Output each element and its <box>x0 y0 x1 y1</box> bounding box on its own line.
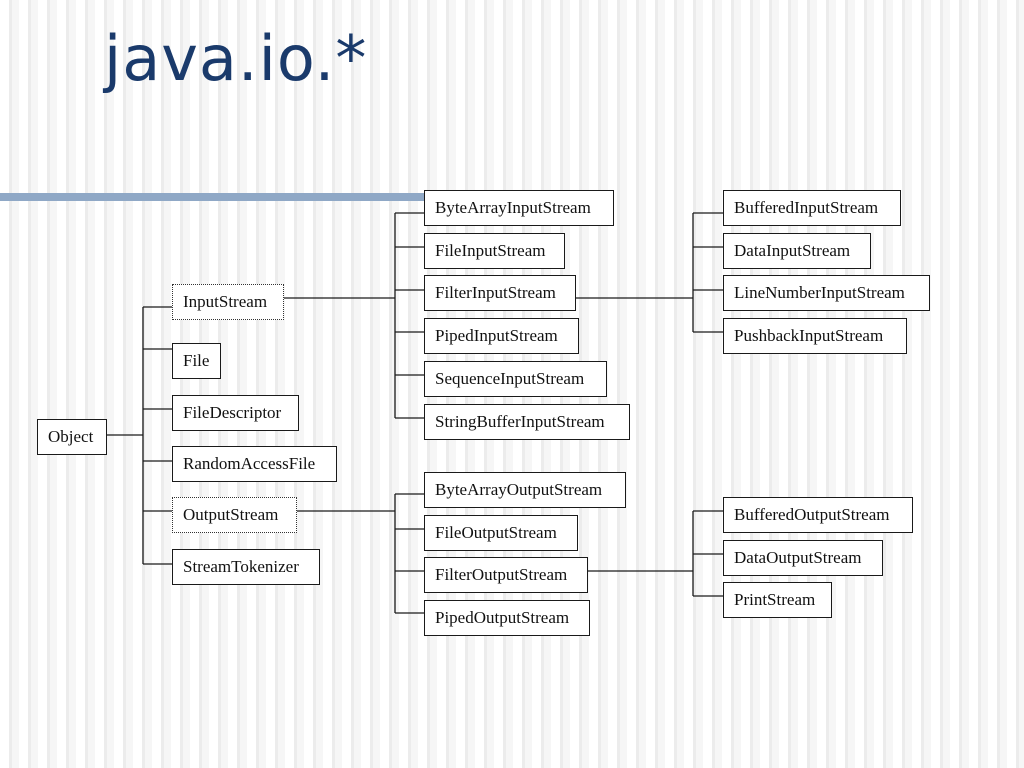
node-buffered-input-stream: BufferedInputStream <box>723 190 901 226</box>
node-file: File <box>172 343 221 379</box>
node-file-descriptor: FileDescriptor <box>172 395 299 431</box>
node-object: Object <box>37 419 107 455</box>
node-filter-output-stream: FilterOutputStream <box>424 557 588 593</box>
node-file-input-stream: FileInputStream <box>424 233 565 269</box>
slide-title: java.io.* <box>104 22 368 95</box>
node-byte-array-output-stream: ByteArrayOutputStream <box>424 472 626 508</box>
node-piped-output-stream: PipedOutputStream <box>424 600 590 636</box>
node-filter-input-stream: FilterInputStream <box>424 275 576 311</box>
node-pushback-input-stream: PushbackInputStream <box>723 318 907 354</box>
node-data-input-stream: DataInputStream <box>723 233 871 269</box>
node-string-buffer-input-stream: StringBufferInputStream <box>424 404 630 440</box>
node-sequence-input-stream: SequenceInputStream <box>424 361 607 397</box>
node-piped-input-stream: PipedInputStream <box>424 318 579 354</box>
node-buffered-output-stream: BufferedOutputStream <box>723 497 913 533</box>
node-line-number-input-stream: LineNumberInputStream <box>723 275 930 311</box>
node-byte-array-input-stream: ByteArrayInputStream <box>424 190 614 226</box>
node-file-output-stream: FileOutputStream <box>424 515 578 551</box>
node-input-stream: InputStream <box>172 284 284 320</box>
title-divider <box>0 193 440 201</box>
node-output-stream: OutputStream <box>172 497 297 533</box>
node-stream-tokenizer: StreamTokenizer <box>172 549 320 585</box>
node-data-output-stream: DataOutputStream <box>723 540 883 576</box>
node-random-access-file: RandomAccessFile <box>172 446 337 482</box>
node-print-stream: PrintStream <box>723 582 832 618</box>
